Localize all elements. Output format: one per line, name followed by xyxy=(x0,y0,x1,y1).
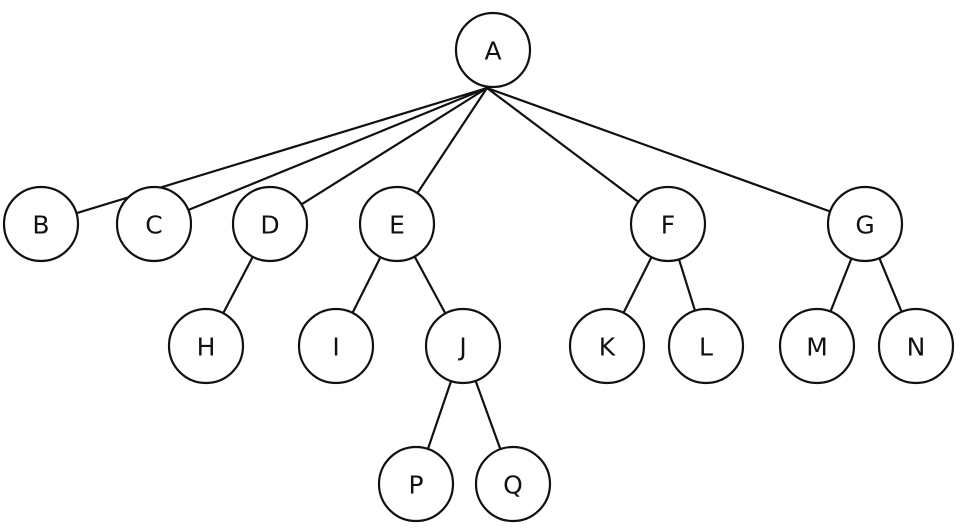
edge-g-m xyxy=(829,257,853,313)
node-label-e: E xyxy=(389,211,405,240)
node-circle-h xyxy=(167,307,245,385)
node-m: M xyxy=(778,307,856,385)
node-f: F xyxy=(629,185,707,263)
node-circle-g xyxy=(826,185,904,263)
node-circle-d xyxy=(231,185,309,263)
node-i: I xyxy=(297,307,375,385)
node-circle-f xyxy=(629,185,707,263)
node-label-i: I xyxy=(332,333,339,362)
node-e: E xyxy=(358,185,436,263)
node-label-p: P xyxy=(408,471,423,500)
node-g: G xyxy=(826,185,904,263)
node-circle-e xyxy=(358,185,436,263)
edge-f-l xyxy=(677,258,697,312)
node-k: K xyxy=(568,307,646,385)
node-circle-m xyxy=(778,307,856,385)
node-j: J xyxy=(424,307,502,385)
node-circle-i xyxy=(297,307,375,385)
node-label-g: G xyxy=(855,211,874,240)
edge-e-i xyxy=(351,256,382,314)
node-label-q: Q xyxy=(503,471,523,500)
edge-d-h xyxy=(222,255,254,315)
node-circle-p xyxy=(377,445,455,523)
edge-a-f xyxy=(485,86,640,203)
node-circle-n xyxy=(877,307,955,385)
node-c: C xyxy=(115,185,193,263)
node-p: P xyxy=(377,445,455,523)
node-circle-a xyxy=(454,11,532,89)
node-label-c: C xyxy=(145,211,162,240)
node-circle-j xyxy=(424,307,502,385)
edge-a-e xyxy=(416,86,489,195)
node-b: B xyxy=(2,185,80,263)
node-circle-q xyxy=(474,445,552,523)
edge-a-g xyxy=(485,86,832,213)
node-label-l: L xyxy=(699,333,713,362)
edge-a-d xyxy=(300,86,489,206)
node-circle-l xyxy=(667,307,745,385)
node-label-h: H xyxy=(197,333,216,362)
node-l: L xyxy=(667,307,745,385)
edge-j-q xyxy=(474,379,502,451)
node-label-n: N xyxy=(907,333,926,362)
node-a: A xyxy=(454,11,532,89)
node-q: Q xyxy=(474,445,552,523)
edge-a-c xyxy=(187,86,489,212)
node-label-a: A xyxy=(484,37,501,66)
edge-f-k xyxy=(622,256,653,314)
edges-layer xyxy=(75,86,903,451)
node-circle-b xyxy=(2,185,80,263)
node-circle-c xyxy=(115,185,193,263)
node-n: N xyxy=(877,307,955,385)
node-label-j: J xyxy=(457,333,466,362)
node-label-d: D xyxy=(260,211,279,240)
node-label-k: K xyxy=(599,333,616,362)
node-h: H xyxy=(167,307,245,385)
node-label-b: B xyxy=(32,211,49,240)
edge-e-j xyxy=(413,255,447,315)
edge-g-n xyxy=(878,257,903,313)
edge-j-p xyxy=(426,379,453,451)
node-label-m: M xyxy=(806,333,828,362)
node-label-f: F xyxy=(661,211,675,240)
nodes-layer: A B C D E F G H I J K L M N P Q xyxy=(2,11,955,523)
node-circle-k xyxy=(568,307,646,385)
node-d: D xyxy=(231,185,309,263)
